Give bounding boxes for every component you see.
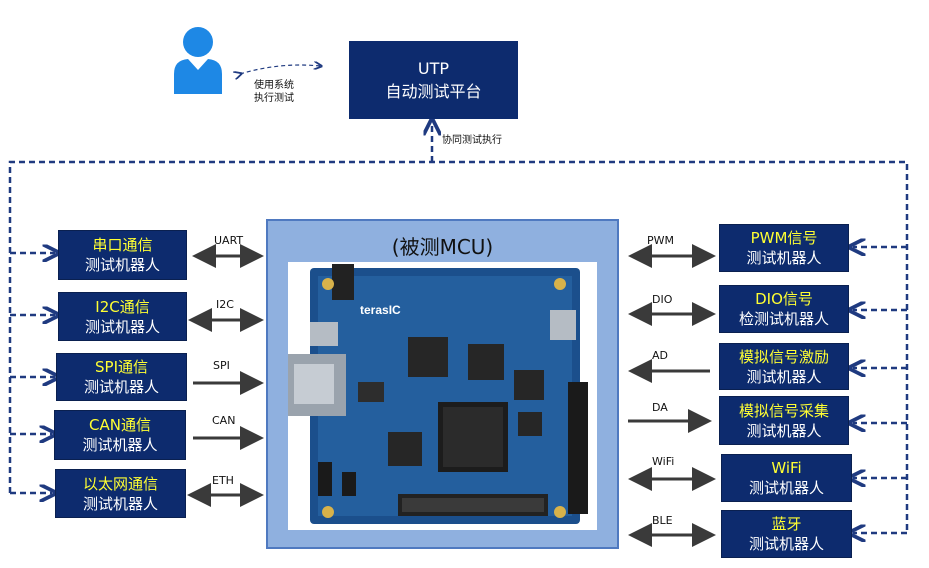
robot-i2c[interactable]: I2C通信 测试机器人 (58, 292, 187, 341)
robot-pwm[interactable]: PWM信号 测试机器人 (719, 224, 849, 272)
robot-subtitle: 测试机器人 (746, 249, 822, 267)
interface-label-i2c: I2C (216, 298, 234, 311)
coop-label: 协同测试执行 (442, 135, 502, 146)
board-logo: terasIC (360, 303, 401, 317)
interface-label-spi: SPI (213, 359, 230, 372)
robot-title: 以太网通信 (82, 474, 158, 493)
robot-subtitle: 测试机器人 (82, 436, 158, 454)
robot-title: PWM信号 (750, 229, 818, 247)
robot-dio[interactable]: DIO信号 检测试机器人 (719, 285, 849, 333)
interface-label-uart: UART (214, 234, 244, 247)
robot-title: CAN通信 (89, 416, 151, 434)
robot-spi[interactable]: SPI通信 测试机器人 (56, 353, 187, 401)
interface-label-ad: AD (652, 349, 668, 362)
robot-subtitle: 测试机器人 (746, 367, 822, 386)
interface-label-pwm: PWM (647, 234, 675, 247)
robot-subtitle: 测试机器人 (748, 535, 824, 553)
robot-subtitle: 测试机器人 (84, 317, 160, 336)
robot-title: 模拟信号采集 (738, 401, 829, 420)
robot-subtitle: 测试机器人 (746, 421, 822, 440)
robot-ad[interactable]: 模拟信号激励 测试机器人 (719, 343, 849, 390)
robot-wifi[interactable]: WiFi 测试机器人 (721, 454, 852, 502)
user-to-platform-arrow (240, 65, 320, 74)
robot-title: SPI通信 (95, 358, 148, 376)
utp-subtitle: 自动测试平台 (385, 82, 482, 101)
robot-ble[interactable]: 蓝牙 测试机器人 (721, 510, 852, 558)
robot-subtitle: 检测试机器人 (738, 310, 829, 328)
user-icon (174, 27, 222, 94)
dashed-bus (8, 123, 909, 533)
robot-title: I2C通信 (95, 297, 150, 316)
robot-title: 模拟信号激励 (738, 347, 829, 366)
robot-title: WiFi (771, 459, 802, 477)
interface-label-ble: BLE (652, 514, 673, 527)
interface-label-wifi: WiFi (652, 455, 675, 468)
utp-platform-box[interactable]: UTP 自动测试平台 (349, 41, 518, 119)
robot-subtitle: 测试机器人 (83, 378, 159, 396)
interface-label-da: DA (652, 401, 668, 414)
interface-label-dio: DIO (652, 293, 673, 306)
robot-da[interactable]: 模拟信号采集 测试机器人 (719, 396, 849, 445)
robot-subtitle: 测试机器人 (84, 256, 160, 274)
user-note-line1: 使用系统 (254, 80, 294, 91)
mcu-board-image: terasIC (288, 262, 597, 530)
robot-can[interactable]: CAN通信 测试机器人 (54, 410, 186, 460)
robot-title: DIO信号 (755, 290, 813, 308)
interface-label-eth: ETH (212, 474, 234, 487)
mcu-title: (被测MCU) (391, 235, 494, 259)
robot-eth[interactable]: 以太网通信 测试机器人 (55, 469, 186, 518)
user-note-line2: 执行测试 (254, 93, 294, 104)
robot-subtitle: 测试机器人 (82, 494, 158, 513)
user-note: 使用系统 执行测试 (254, 79, 294, 105)
robot-subtitle: 测试机器人 (748, 479, 824, 497)
robot-title: 串口通信 (92, 236, 153, 254)
robot-uart[interactable]: 串口通信 测试机器人 (58, 230, 187, 280)
interface-label-can: CAN (212, 414, 236, 427)
utp-title: UTP (417, 59, 450, 78)
robot-title: 蓝牙 (771, 515, 802, 533)
